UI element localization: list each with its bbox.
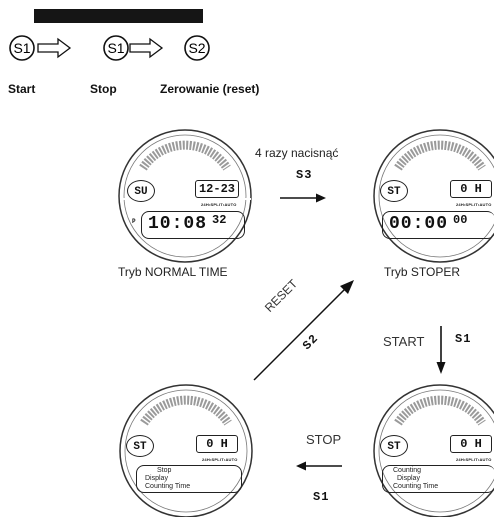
date-display: 12-23 <box>195 180 239 198</box>
message-line: Counting Time <box>393 483 439 490</box>
watch-face <box>119 384 253 517</box>
message-line: Counting <box>393 467 422 474</box>
arrow-left-icon <box>296 461 342 471</box>
day-label: SU <box>134 186 148 198</box>
message-display: Counting Display Counting Time <box>382 465 494 493</box>
transition-start-text: START <box>383 334 425 349</box>
message-line: Stop <box>157 467 172 474</box>
seconds-value: 32 <box>212 213 227 227</box>
pm-marker: P <box>132 218 136 225</box>
seconds-value: 00 <box>453 213 468 227</box>
header-bar <box>34 9 203 23</box>
message-line: Counting Time <box>145 483 191 490</box>
button-s2-label: S2 <box>188 40 205 56</box>
mode-label: ST <box>387 186 401 198</box>
mode-line: 24H•SPLIT•AUTO <box>456 457 492 462</box>
label-stop: Stop <box>90 82 117 96</box>
button-s1-label: S1 <box>107 40 124 56</box>
watch-face <box>373 129 494 263</box>
mode-label: ST <box>387 441 401 453</box>
caption-stopwatch: Tryb STOPER <box>384 265 461 279</box>
mode-label: ST <box>133 441 147 453</box>
time-value: 00:00 <box>389 214 449 234</box>
button-s2-reset-icon: S2 <box>184 35 210 61</box>
message-display: Stop Display Counting Time <box>136 465 242 493</box>
watch-face <box>118 129 252 263</box>
button-s1-label: S1 <box>13 40 30 56</box>
watch-counting: ST 0 H 24H•SPLIT•AUTO Counting Display C… <box>370 383 494 517</box>
arrow-diagonal-icon <box>253 280 354 381</box>
message-line: Display <box>397 475 420 482</box>
watch-face <box>373 384 494 517</box>
transition-button-s3: S3 <box>296 168 313 182</box>
counter-display: 0 H <box>196 435 238 453</box>
button-s1-stop-icon: S1 <box>103 35 129 61</box>
button-sequence: S1 S1 S2 <box>9 35 210 61</box>
transition-stop-text: STOP <box>306 432 342 447</box>
caption-normal-time: Tryb NORMAL TIME <box>118 265 228 279</box>
arrow-right-icon <box>37 37 72 59</box>
watch-normal-time: SU 12-23 24H•SPLIT•AUTO P 10:08 32 <box>115 128 260 268</box>
day-bubble: SU <box>127 180 155 202</box>
watch-stopwatch: ST 0 H 24H•SPLIT•AUTO 00:00 00 <box>370 128 494 268</box>
mode-bubble: ST <box>380 180 408 202</box>
mode-bubble: ST <box>380 435 408 457</box>
transition-button-s1-stop: S1 <box>313 490 330 504</box>
arrow-down-icon <box>436 326 446 374</box>
counter-display: 0 H <box>450 180 492 198</box>
mode-bubble: ST <box>126 435 154 457</box>
time-value: 10:08 <box>148 214 208 234</box>
label-start: Start <box>8 82 36 96</box>
mode-line: 24H•SPLIT•AUTO <box>456 202 492 207</box>
watch-stopped: ST 0 H 24H•SPLIT•AUTO Stop Display Count… <box>116 383 260 517</box>
label-reset: Zerowanie (reset) <box>160 82 260 96</box>
mode-line: 24H•SPLIT•AUTO <box>201 202 237 207</box>
message-line: Display <box>145 475 168 482</box>
transition-button-s1-start: S1 <box>455 332 472 346</box>
button-s1-start-icon: S1 <box>9 35 35 61</box>
arrow-right-icon <box>129 37 164 59</box>
time-display: P 10:08 32 <box>132 211 245 239</box>
mode-line: 24H•SPLIT•AUTO <box>202 457 238 462</box>
counter-display: 0 H <box>450 435 492 453</box>
arrow-right-icon <box>280 193 326 203</box>
transition-press-text: 4 razy nacisnąć <box>255 146 339 160</box>
time-display: 00:00 00 <box>382 211 494 239</box>
